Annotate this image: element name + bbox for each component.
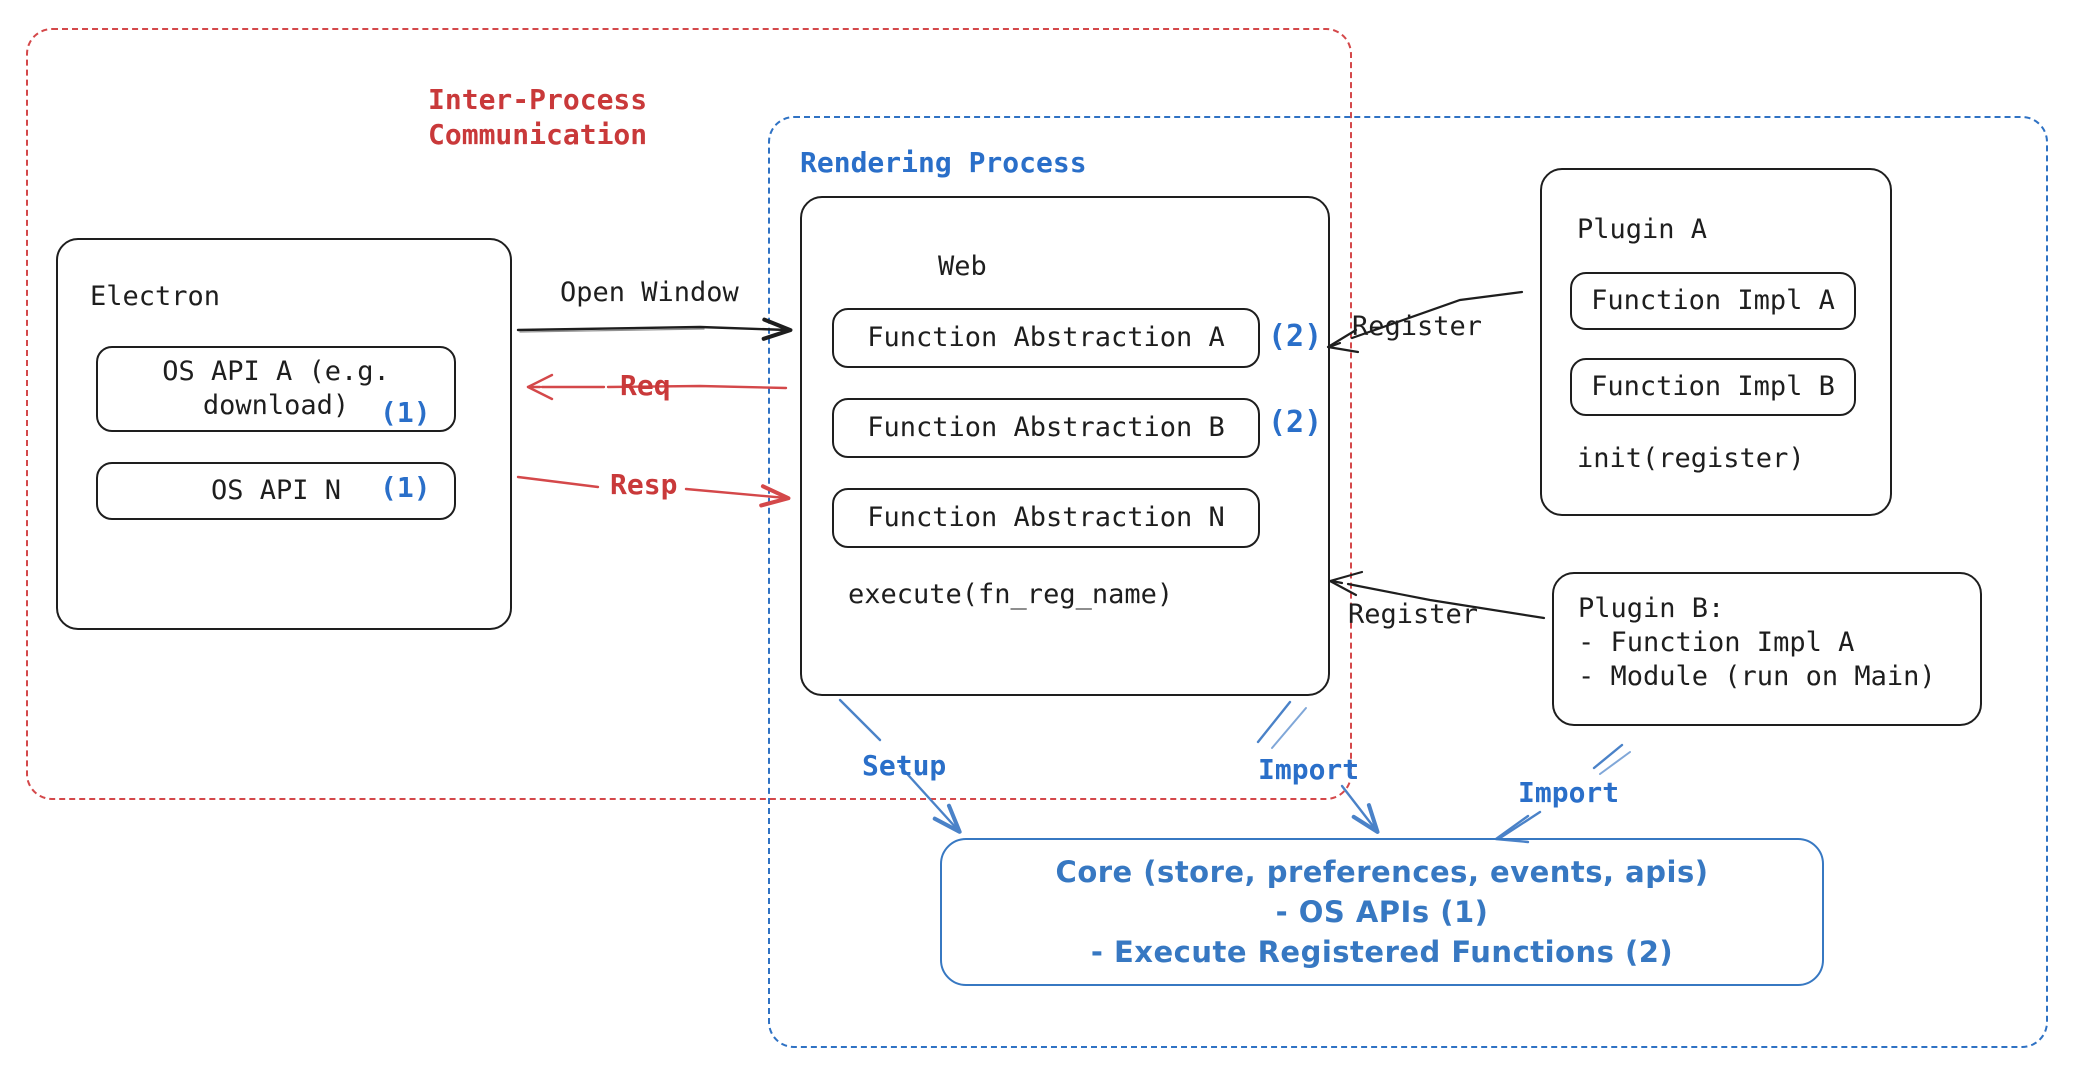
- function-abstraction-a-box[interactable]: Function Abstraction A: [832, 308, 1260, 368]
- function-impl-a-label: Function Impl A: [1591, 284, 1835, 316]
- edge-label-import-plugin-b: Import: [1518, 776, 1620, 809]
- function-abstraction-b-box[interactable]: Function Abstraction B: [832, 398, 1260, 458]
- edge-label-import-web: Import: [1258, 753, 1360, 786]
- core-line-2: - OS APIs (1): [1275, 894, 1489, 929]
- core-line-1: Core (store, preferences, events, apis): [1055, 854, 1709, 889]
- edge-label-register-plugin-b: Register: [1348, 599, 1479, 630]
- edge-label-open-window: Open Window: [560, 277, 739, 308]
- function-abstraction-n-label: Function Abstraction N: [867, 501, 1225, 533]
- os-api-n-label: OS API N: [210, 474, 342, 506]
- plugin-a-title: Plugin A: [1577, 214, 1708, 245]
- os-api-a-marker: (1): [380, 396, 431, 429]
- electron-box[interactable]: [56, 238, 512, 630]
- function-abstraction-a-label: Function Abstraction A: [867, 321, 1225, 353]
- function-abstraction-b-marker: (2): [1268, 405, 1323, 440]
- electron-title: Electron: [90, 281, 221, 312]
- plugin-b-text: Plugin B: - Function Impl A - Module (ru…: [1578, 593, 1936, 693]
- core-line-3: - Execute Registered Functions (2): [1090, 935, 1674, 969]
- plugin-b-box[interactable]: [1552, 572, 1982, 726]
- edge-label-resp: Resp: [610, 468, 678, 501]
- function-abstraction-b-label: Function Abstraction B: [867, 411, 1225, 443]
- function-impl-b-label: Function Impl B: [1591, 370, 1835, 402]
- function-abstraction-a-marker: (2): [1268, 319, 1323, 354]
- edge-label-register-plugin-a: Register: [1352, 311, 1483, 342]
- web-execute-signature: execute(fn_reg_name): [848, 579, 1174, 610]
- function-abstraction-n-box[interactable]: Function Abstraction N: [832, 488, 1260, 548]
- edge-label-setup: Setup: [862, 749, 947, 782]
- os-api-a-box[interactable]: OS API A (e.g. download): [96, 346, 456, 432]
- os-api-n-box[interactable]: OS API N: [96, 462, 456, 520]
- web-box[interactable]: [800, 196, 1330, 696]
- edge-label-req: Req: [620, 369, 671, 402]
- ipc-container-label: Inter-Process Communication: [428, 83, 648, 152]
- os-api-a-label: OS API A (e.g. download): [162, 355, 390, 421]
- web-title: Web: [938, 251, 987, 282]
- plugin-a-init-signature: init(register): [1577, 443, 1805, 474]
- function-impl-a-box[interactable]: Function Impl A: [1570, 272, 1856, 330]
- function-impl-b-box[interactable]: Function Impl B: [1570, 358, 1856, 416]
- os-api-n-marker: (1): [380, 471, 431, 504]
- plugin-a-box[interactable]: [1540, 168, 1892, 516]
- ipc-container: [26, 28, 1352, 800]
- core-box[interactable]: Core (store, preferences, events, apis) …: [940, 838, 1824, 986]
- rendering-process-container: [768, 116, 2048, 1048]
- rendering-process-label: Rendering Process: [800, 146, 1087, 179]
